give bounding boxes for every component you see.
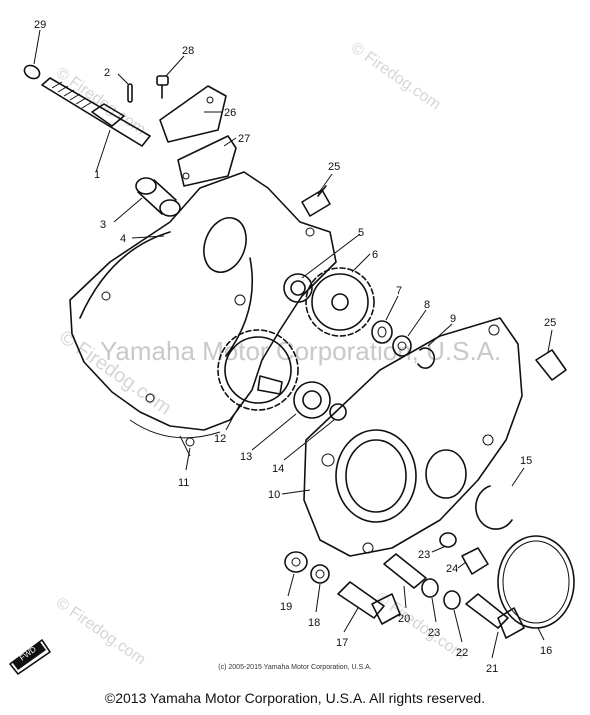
leader-lines	[33, 29, 553, 659]
circlip-part-15	[475, 485, 513, 530]
bearing-part	[283, 273, 313, 303]
washer-part-23-lower	[421, 578, 439, 598]
callout-6: 6	[372, 249, 378, 261]
bushing-part	[135, 177, 181, 217]
washer-part-19	[284, 551, 308, 573]
callout-28: 28	[182, 45, 194, 57]
copyright-footer: ©2013 Yamaha Motor Corporation, U.S.A. A…	[104, 690, 486, 706]
callout-26: 26	[224, 107, 236, 119]
shaft-part	[41, 77, 151, 173]
circlip-part-9	[417, 347, 436, 369]
callout-labels: 29 2 28 26 27 1 3 4 25 5 6 7 8 9 25 12 1…	[34, 19, 556, 675]
callout-18: 18	[308, 617, 320, 629]
o-ring-part	[497, 535, 575, 629]
callout-23-lower: 23	[428, 627, 440, 639]
cover-plate-part	[159, 85, 227, 143]
bolt-part-21	[465, 593, 525, 639]
callout-25-right: 25	[544, 317, 556, 329]
callout-29: 29	[34, 19, 46, 31]
callout-25-upper: 25	[328, 161, 340, 173]
seal-part	[329, 403, 347, 421]
callout-15: 15	[520, 455, 532, 467]
callout-5: 5	[358, 227, 364, 239]
bolt-part-right	[535, 349, 567, 381]
gear-part-upper	[305, 267, 375, 337]
bolt-part-upper	[301, 185, 331, 217]
small-copyright-text: (c) 2005-2015 Yamaha Motor Corporation, …	[218, 664, 372, 671]
callout-2: 2	[104, 67, 110, 79]
circlip-part	[23, 64, 41, 80]
dowel-part-24	[461, 547, 489, 575]
callout-24: 24	[446, 563, 458, 575]
callout-12: 12	[214, 433, 226, 445]
case-gasket-part	[129, 419, 221, 457]
watermark-bottom-right: © Firedog.com	[373, 589, 469, 663]
callout-9: 9	[450, 313, 456, 325]
gasket-part	[177, 135, 237, 187]
callout-23-upper: 23	[418, 549, 430, 561]
callout-14: 14	[272, 463, 284, 475]
screw-part	[156, 75, 169, 99]
callout-17: 17	[336, 637, 348, 649]
washer-part-7	[371, 320, 393, 344]
callout-16: 16	[540, 645, 552, 657]
callout-22: 22	[456, 647, 468, 659]
callout-1: 1	[94, 169, 100, 181]
callout-8: 8	[424, 299, 430, 311]
callout-11: 11	[178, 477, 189, 489]
bolt-part-17	[337, 581, 401, 625]
watermark-bottom-left: © Firedog.com	[53, 594, 149, 668]
pin-part	[127, 83, 133, 103]
callout-27: 27	[238, 133, 250, 145]
callout-3: 3	[100, 219, 106, 231]
washer-part-8	[392, 335, 412, 357]
callout-19: 19	[280, 601, 292, 613]
washer-part-23-upper	[439, 532, 457, 548]
callout-21: 21	[486, 663, 498, 675]
watermark-top-right: © Firedog.com	[348, 39, 444, 113]
callout-10: 10	[268, 489, 280, 501]
watermark-center: Yamaha Motor Corporation, U.S.A.	[100, 336, 501, 366]
callout-20: 20	[398, 613, 410, 625]
callout-13: 13	[240, 451, 252, 463]
washer-part-22	[443, 590, 461, 610]
washer-part-18	[310, 564, 330, 584]
callout-4: 4	[120, 233, 126, 245]
gear-part-lower	[217, 329, 299, 411]
dowel-part-20	[383, 553, 427, 589]
cover-part	[303, 317, 523, 557]
bearing-part-13	[293, 381, 331, 419]
callout-7: 7	[396, 285, 402, 297]
